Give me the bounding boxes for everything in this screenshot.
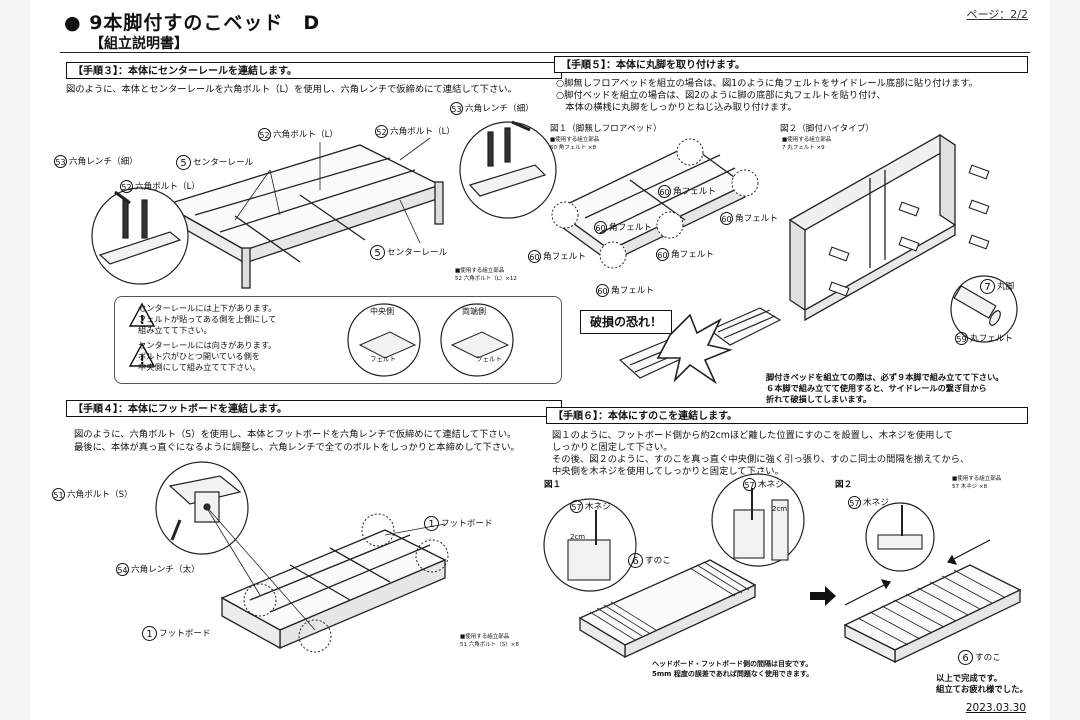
document-title: ● 9本脚付すのこベッド D bbox=[64, 12, 321, 34]
step5-fig1-title: 図１（脚無しフロアベッド） bbox=[550, 124, 662, 134]
step6-body-1: 図１のように、フットボード側から約2cmほど離した位置にすのこを設置し、木ネジを… bbox=[552, 430, 953, 441]
step3-warning-box bbox=[114, 296, 562, 384]
step5-body-1: ○脚無しフロアベッドを組立の場合は、図1のように角フェルトをサイドレール底部に貼… bbox=[556, 78, 978, 89]
step6-parts-list: ■使用する組立部品 57 木ネジ ×8 bbox=[952, 476, 1002, 490]
step5-heading: 【手順５】：本体に丸脚を取り付けます。 bbox=[554, 56, 1028, 73]
step6-fig2-title: 図２ bbox=[835, 480, 853, 490]
step6-bed-drawings bbox=[543, 473, 1022, 664]
label-2cm-a: 2cm bbox=[570, 533, 586, 541]
step5-parts-list-2: ■使用する組立部品 7 丸フェルト ×9 bbox=[782, 137, 832, 151]
step4-body-2: 最後に、本体が真っ直ぐになるように調整し、六角レンチで全てのボルトをしっかりと本… bbox=[74, 442, 520, 453]
step6-body-2: しっかりと固定して下さい。 bbox=[552, 442, 673, 453]
document-date: 2023.03.30 bbox=[965, 702, 1026, 714]
step5-fig2-title: 図２（脚付ハイタイプ） bbox=[780, 124, 875, 134]
page-number: ページ：2/2 bbox=[966, 8, 1028, 21]
detail-center-label: 中央側 bbox=[370, 307, 394, 316]
step6-body-4: 中央側を木ネジを使用してしっかりと固定して下さい。 bbox=[552, 466, 784, 477]
step6-heading: 【手順６】：本体にすのこを連結します。 bbox=[546, 407, 1028, 424]
step3-bed-drawing: ! ! bbox=[91, 120, 557, 377]
document-subtitle: 【組立説明書】 bbox=[90, 36, 188, 52]
step4-parts-list: ■使用する組立部品 51 六角ボルト（S）×8 bbox=[460, 634, 519, 648]
manual-page: ● 9本脚付すのこベッド D 【組立説明書】 ページ：2/2 【手順３】：本体に… bbox=[30, 0, 1050, 720]
completion-message-2: 組立てお疲れ様でした。 bbox=[936, 684, 1028, 694]
step6-gap-note-1: ヘッドボード・フットボード側の間隔は目安です。 bbox=[652, 660, 813, 668]
step4-heading: 【手順４】：本体にフットボードを連結します。 bbox=[66, 400, 562, 417]
step5-note-1: 脚付きベッドを組立ての際は、必ず９本脚で組み立てて下さい。 bbox=[766, 372, 1004, 382]
detail-felt-a: フェルト bbox=[370, 355, 396, 363]
step5-body-2: ○脚付ベッドを組立の場合は、図2のように脚の底部に丸フェルトを貼り付け、 bbox=[556, 90, 886, 101]
step3-body: 図のように、本体とセンターレールを六角ボルト（L）を使用し、六角レンチで仮締めに… bbox=[66, 84, 517, 95]
step6-body-3: その後、図２のように、すのこを真っ直ぐ中央側に強く引っ張り、すのこ同士の間隔を揃… bbox=[552, 454, 970, 465]
step6-fig1-title: 図１ bbox=[544, 480, 562, 490]
step3-warning-2: センターレールには向きがあります。 ボルト穴がひとつ開いている側を 中央側にして… bbox=[138, 340, 277, 372]
step3-heading: 【手順３】：本体にセンターレールを連結します。 bbox=[66, 62, 562, 79]
detail-felt-b: フェルト bbox=[476, 355, 502, 363]
step4-body-1: 図のように、六角ボルト（S）を使用し、本体とフットボードを六角レンチで仮締めにて… bbox=[74, 429, 517, 440]
step5-note-3: 折れて破損してしまいます。 bbox=[766, 394, 872, 404]
step5-note-2: ６本脚で組み立てて使用すると、サイドレールの繋ぎ目から bbox=[766, 383, 987, 393]
completion-message-1: 以上で完成です。 bbox=[936, 673, 1003, 683]
svg-text:!: ! bbox=[140, 313, 145, 327]
header-rule bbox=[60, 52, 1030, 53]
step4-bed-drawing bbox=[155, 461, 449, 653]
label-2cm-b: 2cm bbox=[772, 505, 788, 513]
svg-text:!: ! bbox=[140, 353, 145, 367]
step3-parts-list: ■使用する組立部品 52 六角ボルト（L）×12 bbox=[455, 268, 517, 282]
danger-warning-badge: 破損の恐れ！ bbox=[580, 310, 672, 334]
step3-warning-1: センターレールには上下があります。 フェルトが貼ってある側を上側にして 組み立て… bbox=[138, 303, 277, 335]
detail-end-label: 両端側 bbox=[462, 307, 486, 316]
step6-gap-note-2: 5mm 程度の誤差であれば問題なく使用できます。 bbox=[652, 670, 814, 678]
step5-parts-list-1: ■使用する組立部品 60 角フェルト ×8 bbox=[550, 137, 600, 151]
step5-body-3: 本体の横桟に丸脚をしっかりとねじ込み取り付けます。 bbox=[556, 102, 797, 113]
